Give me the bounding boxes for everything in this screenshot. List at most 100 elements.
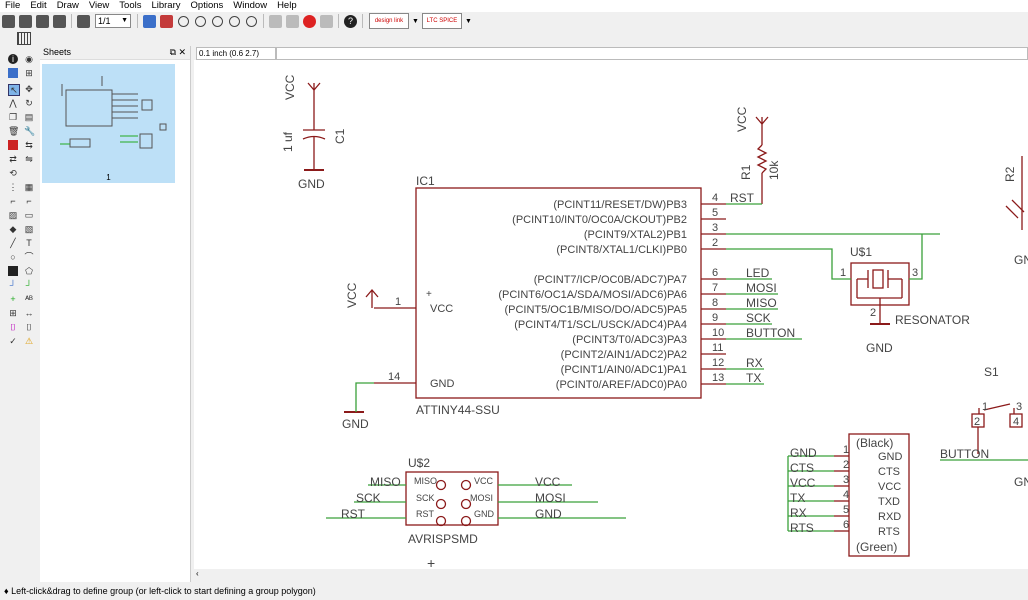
close-icon[interactable]: ✕ — [178, 47, 186, 57]
ic1-pin-num: 3 — [712, 222, 718, 234]
board-icon[interactable] — [143, 14, 156, 28]
optimize-icon[interactable]: ▭ — [24, 210, 34, 220]
menu-edit[interactable]: Edit — [30, 0, 47, 11]
net-label: RX — [746, 356, 763, 370]
c1-plate-bottom — [302, 135, 326, 140]
ic1-vcc-pin-num: 1 — [395, 296, 401, 308]
mirror-icon[interactable]: ⋀ — [9, 98, 17, 108]
main-toolbar: 1/1▼ ? design link ▼ LTC SPICE ▼ — [0, 12, 1028, 30]
go-icon[interactable] — [320, 14, 333, 28]
canvas-horizontal-scrollbar[interactable]: ‹ — [194, 569, 1028, 581]
bus-icon[interactable]: ┘ — [9, 280, 17, 290]
info-icon[interactable]: i — [8, 54, 18, 64]
save-icon[interactable] — [19, 14, 32, 28]
name-icon[interactable]: ⟲ — [9, 168, 17, 178]
menu-tools[interactable]: Tools — [119, 0, 142, 11]
errors-icon[interactable]: ▧ — [24, 224, 34, 234]
design-link-button[interactable]: design link — [369, 13, 409, 29]
label-icon[interactable]: ᴬᴮ — [25, 294, 33, 304]
zoom-select-icon[interactable] — [246, 15, 257, 27]
paste-icon[interactable]: ▤ — [24, 112, 34, 122]
menu-options[interactable]: Options — [190, 0, 224, 11]
net-icon[interactable]: ┘ — [25, 280, 33, 290]
rotate-icon[interactable]: ↻ — [25, 98, 33, 108]
smash-icon[interactable]: ▦ — [24, 182, 34, 192]
draw-tools-panel: i ◉ ⊞ ↖ ✥ ⋀ ↻ ❐ ▤ 🗑 🔧 ⇆ ⇄ ⇋ ⟲ ⋮ ▦ ⌐ ⌐ ▨ … — [0, 46, 40, 582]
ic1-pin-label: (PCINT9/XTAL2)PB1 — [584, 229, 687, 241]
arc-icon[interactable]: ⌒ — [24, 252, 34, 262]
dimension-icon[interactable]: ↔ — [24, 308, 34, 318]
redo-icon[interactable] — [286, 14, 299, 28]
zoom-redraw-icon[interactable] — [229, 15, 240, 27]
zoom-out-icon[interactable] — [212, 15, 223, 27]
pinswap-icon[interactable]: ⇄ — [9, 154, 17, 164]
cam-icon[interactable] — [53, 14, 66, 28]
ic1-gnd-pin-num: 14 — [388, 371, 400, 383]
warning-icon[interactable]: ⚠ — [24, 336, 34, 346]
chevron-down-icon[interactable]: ▼ — [464, 17, 472, 25]
junction-icon[interactable]: + — [10, 294, 16, 304]
print-icon[interactable] — [36, 14, 49, 28]
stop-icon[interactable] — [303, 14, 316, 28]
command-input[interactable] — [276, 47, 1028, 60]
isp-pad — [435, 479, 447, 491]
menu-file[interactable]: File — [5, 0, 21, 11]
show-icon[interactable]: ◉ — [25, 54, 33, 64]
delete-icon[interactable]: 🗑 — [8, 126, 20, 136]
net-label: LED — [746, 266, 770, 280]
attribute-icon[interactable]: ⊞ — [9, 308, 17, 318]
gateswap-icon[interactable]: ⇋ — [25, 154, 33, 164]
undock-icon[interactable]: ⧉ — [169, 47, 176, 57]
ftdi-net-label: GND — [790, 446, 817, 460]
miter-icon[interactable]: ⌐ — [26, 196, 32, 206]
line-icon[interactable]: ╱ — [10, 238, 16, 248]
circle-icon[interactable]: ○ — [10, 252, 16, 262]
net-label: MISO — [746, 296, 777, 310]
value-icon[interactable]: ⋮ — [8, 182, 18, 192]
rect-icon[interactable] — [8, 266, 18, 276]
ic1-pin-num: 5 — [712, 207, 718, 219]
chevron-down-icon[interactable]: ▼ — [412, 17, 419, 25]
polygon-icon[interactable]: ⬠ — [25, 266, 33, 276]
schematic-icon[interactable] — [160, 14, 173, 28]
add-icon[interactable] — [8, 140, 18, 150]
module-icon[interactable]: ⌷ — [26, 322, 32, 332]
frame-icon[interactable]: ⌷ — [10, 322, 16, 332]
toolbar-separator — [71, 14, 72, 28]
select-icon[interactable]: ↖ — [8, 84, 20, 96]
erc-check-icon[interactable]: ✓ — [9, 336, 17, 346]
s1-net-label: BUTTON — [940, 447, 989, 461]
text-icon[interactable]: T — [26, 238, 32, 248]
layers-icon[interactable] — [8, 68, 18, 78]
menu-draw[interactable]: Draw — [56, 0, 79, 11]
menu-help[interactable]: Help — [277, 0, 297, 11]
move-icon[interactable]: ✥ — [25, 84, 33, 94]
ltspice-button[interactable]: LTC SPICE — [421, 13, 462, 29]
scroll-left-icon[interactable]: ‹ — [196, 569, 199, 578]
menu-window[interactable]: Window — [233, 0, 268, 11]
zoom-fit-icon[interactable] — [178, 15, 189, 27]
undo-icon[interactable] — [269, 14, 282, 28]
isp-pin-label: VCC — [474, 476, 494, 486]
schematic-canvas[interactable]: VCC 1 uf C1 GND VCC R1 10k RST R2 IC1 AT… — [194, 60, 1028, 569]
sheets-title: Sheets — [43, 47, 72, 57]
right-edge-gnd-2: GN — [1014, 475, 1028, 489]
menu-library[interactable]: Library — [151, 0, 181, 11]
mark-icon[interactable]: ⊞ — [25, 68, 33, 78]
invoke-icon[interactable]: ▨ — [8, 210, 18, 220]
split-icon[interactable]: ⌐ — [10, 196, 16, 206]
erc-icon[interactable]: ◆ — [9, 224, 17, 234]
copy-icon[interactable]: ❐ — [8, 112, 18, 122]
sheet-thumbnail[interactable] — [42, 64, 175, 173]
replace-icon[interactable]: ⇆ — [25, 140, 33, 150]
sheet-icon[interactable] — [77, 14, 90, 28]
open-icon[interactable] — [2, 14, 15, 28]
zoom-in-icon[interactable] — [195, 15, 206, 27]
sheet-selector[interactable]: 1/1▼ — [95, 14, 131, 28]
change-icon[interactable]: 🔧 — [24, 126, 36, 136]
toolbar-separator — [263, 14, 264, 28]
ic1-pin-num: 6 — [712, 267, 718, 279]
menu-view[interactable]: View — [88, 0, 110, 11]
help-icon[interactable]: ? — [344, 14, 357, 28]
grid-icon[interactable] — [17, 32, 31, 45]
